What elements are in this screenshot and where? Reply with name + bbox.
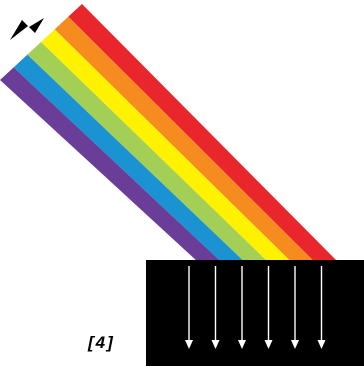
down-arrows — [185, 266, 326, 349]
down-arrow-icon — [185, 266, 193, 349]
beam-stripe — [0, 67, 222, 262]
down-arrow-icon — [291, 266, 299, 349]
rainbow-beam — [0, 4, 338, 263]
down-arrow-icon — [238, 266, 246, 349]
down-arrow-icon — [211, 266, 220, 349]
beam-stripe — [68, 4, 338, 262]
down-arrow-icon — [317, 266, 326, 349]
figure-caption: [4] — [88, 333, 115, 352]
beam-stripe — [54, 16, 315, 262]
direction-arrow-icon — [10, 18, 44, 40]
black-block — [146, 260, 364, 366]
down-arrow-icon — [264, 266, 273, 349]
beam-stripe — [41, 29, 292, 263]
beam-stripe — [27, 42, 269, 262]
beam-stripe — [13, 54, 245, 262]
